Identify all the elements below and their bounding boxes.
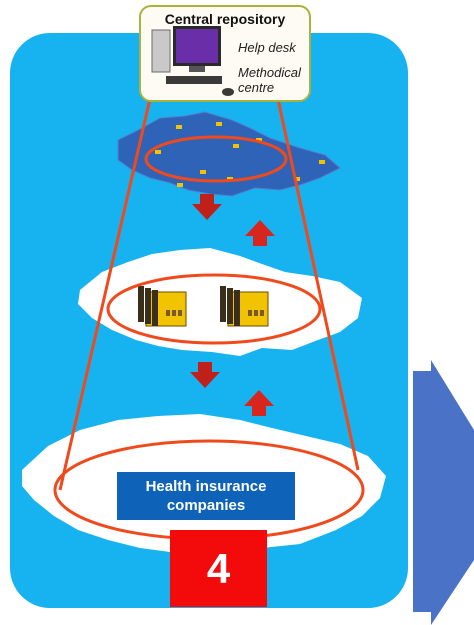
count-badge: 4 (170, 530, 267, 607)
cone-line-right (274, 89, 360, 471)
computer-icon-front (151, 26, 234, 96)
up-arrow-lower (244, 390, 274, 416)
repository-title: Central repository (164, 11, 286, 27)
server-rack-right (220, 286, 269, 327)
down-arrow-upper (192, 194, 222, 220)
up-arrow-upper (245, 220, 275, 246)
help-desk-label: Help desk (238, 40, 296, 55)
ellipse-middle (106, 273, 322, 345)
methodical-centre-label: Methodical centre (238, 65, 301, 95)
cone-line-left (58, 89, 154, 491)
ellipse-top (144, 135, 288, 183)
big-right-arrow (413, 360, 474, 625)
map-top-markers (155, 122, 325, 187)
server-rack-left (138, 286, 187, 327)
down-arrow-lower (190, 362, 220, 388)
health-insurance-companies-label: Health insurance companies (117, 472, 295, 520)
